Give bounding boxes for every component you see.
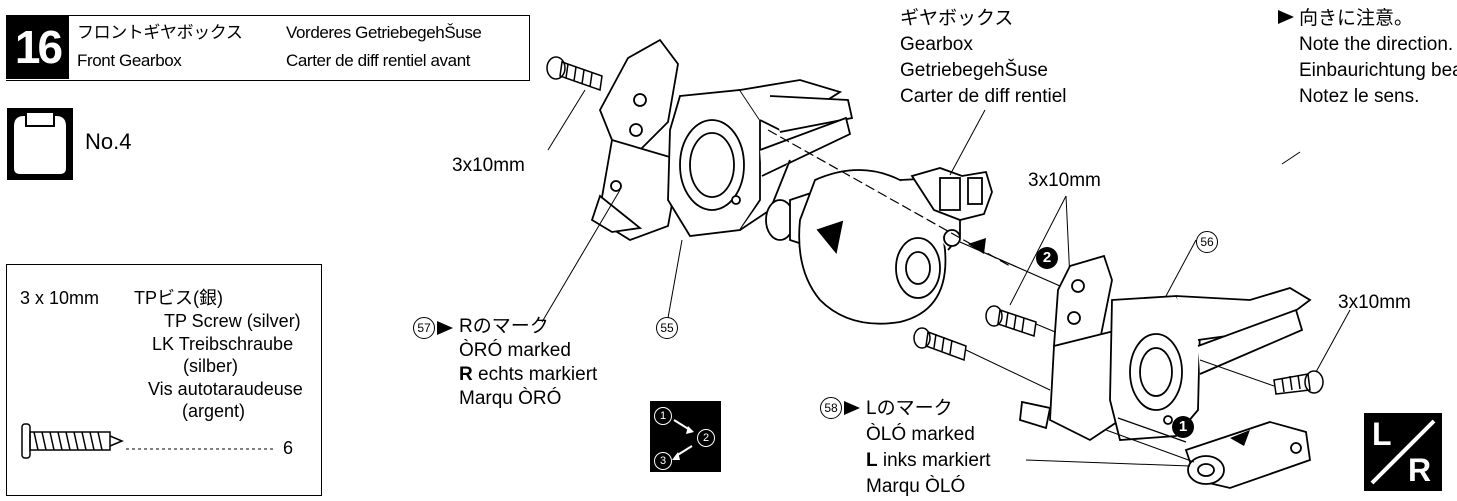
gearbox-label-de: GetriebegehŠuse (900, 60, 1048, 81)
lr-right-letter: R (1408, 452, 1432, 488)
screw-right-label: 3x10mm (1338, 292, 1411, 313)
screw-mid-label: 3x10mm (1028, 170, 1101, 191)
parts-name-de-2: (silber) (183, 356, 239, 376)
bag-icon (7, 108, 73, 180)
step-title-fr: Carter de diff rentiel avant (286, 51, 471, 70)
parts-name-de-1: LK Treibschraube (152, 334, 294, 354)
order-1-badge: 1 (654, 406, 672, 425)
part-58-badge: 58 (820, 397, 842, 419)
note-en: Note the direction. (1299, 34, 1454, 55)
screw-mid-lower-icon (913, 327, 967, 362)
r-label-fr: Marqu ÒRÓ (459, 388, 562, 409)
part-56-badge: 56 (1196, 231, 1218, 253)
r-label-en: ÒRÓ marked (459, 340, 571, 361)
parts-list-box (6, 264, 322, 496)
lr-symbol-icon (1364, 413, 1442, 491)
step-title-de: Vorderes GetriebegehŠuse (286, 23, 482, 42)
parts-name-fr-2: (argent) (182, 401, 246, 421)
step-header-box (6, 15, 530, 81)
bag-label: No.4 (85, 129, 132, 154)
r-label-jp: Rのマーク (459, 316, 549, 337)
l-label-de: L inks markiert (866, 450, 991, 471)
l-label-jp: Lのマーク (866, 398, 953, 419)
lr-left-letter: L (1372, 416, 1392, 452)
screw-left-label: 3x10mm (452, 155, 525, 176)
screw-mid-upper-icon (985, 305, 1037, 337)
note-arrow-icon (1278, 10, 1294, 24)
r-label-de: R echts markiert (459, 364, 598, 385)
parts-name-jp: TPビス(銀) (134, 288, 223, 308)
step-number: 16 (6, 15, 69, 79)
part-55-badge: 55 (656, 317, 678, 339)
step-title-jp: フロントギヤボックス (77, 23, 243, 42)
l-label-fr: Marqu ÒLÓ (866, 476, 966, 497)
note-fr: Notez le sens. (1299, 86, 1420, 107)
parts-quantity: 6 (283, 438, 294, 458)
note-de: Einbaurichtung beachten. (1299, 60, 1457, 81)
screw-icon (21, 423, 124, 459)
gearbox-label-jp: ギヤボックス (900, 8, 1014, 29)
screw-right-icon (1273, 370, 1324, 395)
gearbox-half-left-icon (1019, 254, 1312, 442)
gearbox-label-fr: Carter de diff rentiel (900, 86, 1067, 107)
step-callout-1: 1 (1172, 416, 1194, 438)
l-arrow-icon (844, 401, 860, 415)
parts-name-en: TP Screw (silver) (164, 311, 301, 331)
order-3-badge: 3 (654, 451, 672, 470)
screw-left-icon (546, 56, 603, 92)
step-callout-2: 2 (1036, 247, 1058, 269)
gearbox-label-en: Gearbox (900, 34, 973, 55)
r-arrow-icon (437, 321, 453, 335)
step-title-en: Front Gearbox (77, 51, 182, 70)
parts-name-fr-1: Vis autotaraudeuse (148, 379, 303, 399)
gearbox-part-icon (910, 167, 993, 221)
l-label-en: ÒLÓ marked (866, 424, 975, 445)
note-jp: 向きに注意。 (1299, 8, 1414, 29)
part-57-badge: 57 (413, 317, 435, 339)
gearbox-half-right-icon (590, 38, 854, 241)
order-2-badge: 2 (697, 428, 715, 447)
mount-bracket-icon (1184, 421, 1311, 489)
parts-size: 3 x 10mm (20, 288, 100, 308)
